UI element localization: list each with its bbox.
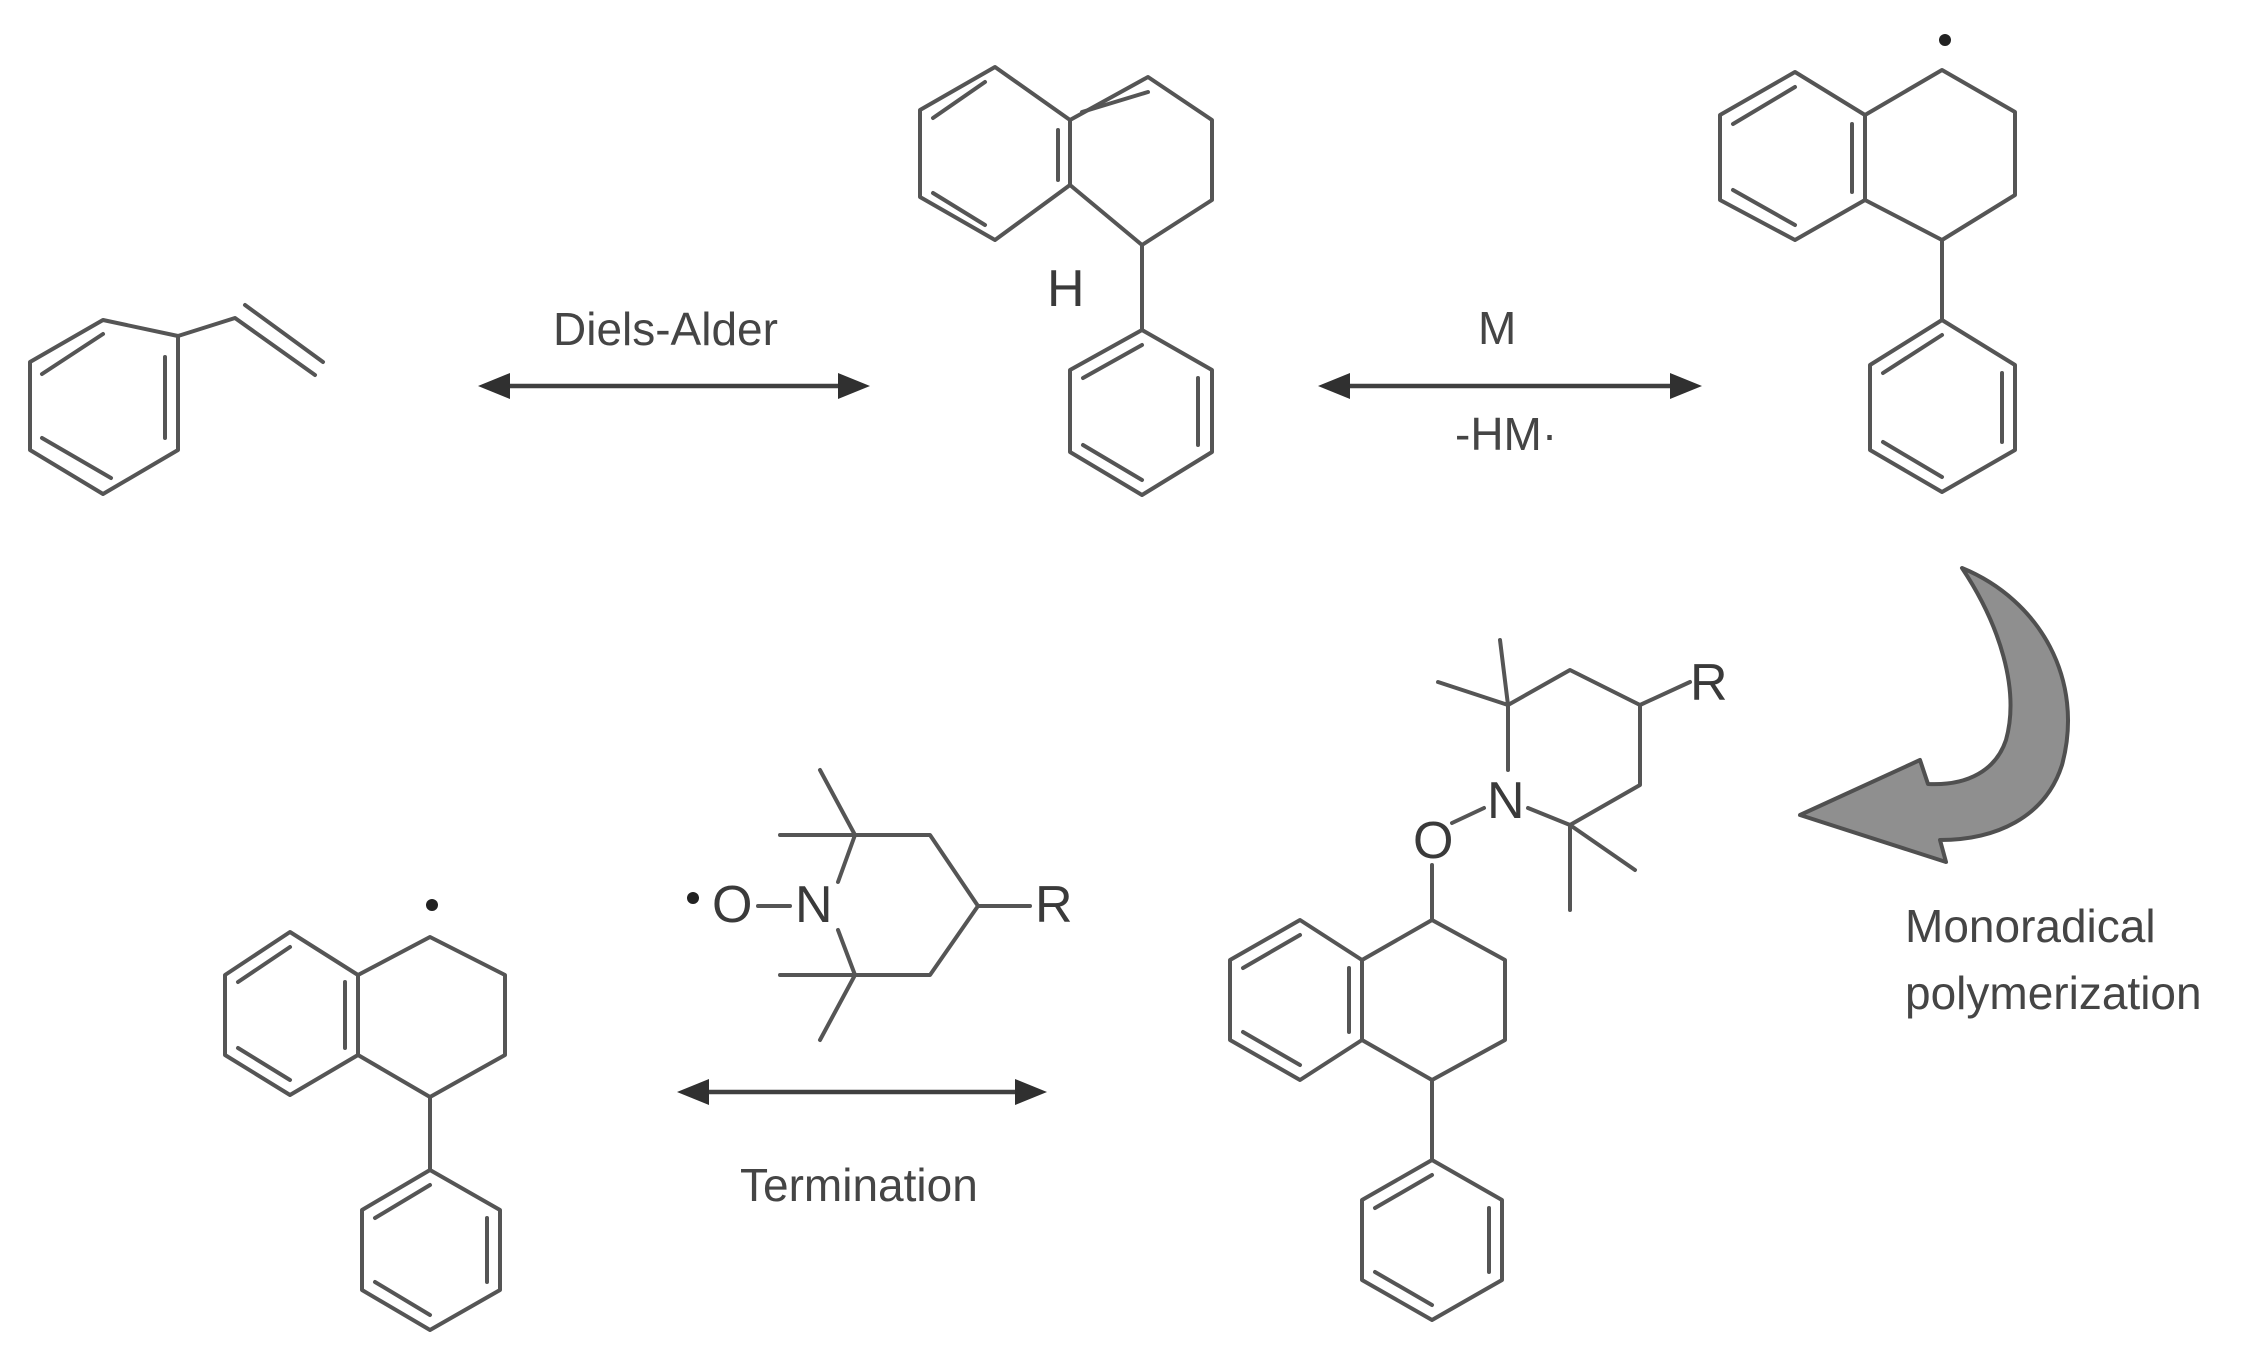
nitrogen-atom: N <box>795 876 833 934</box>
monoradical-molecule-bottom <box>223 899 507 1332</box>
termination-label: Termination <box>740 1159 978 1211</box>
diels-alder-label: Diels-Alder <box>553 303 778 355</box>
alkoxyamine-molecule: O N R <box>1228 638 1728 1322</box>
oxygen-atom: O <box>712 876 752 934</box>
termination-equilibrium-arrow <box>677 1079 1047 1105</box>
diels-alder-adduct-molecule: H <box>918 65 1214 497</box>
radical-dot <box>426 899 438 911</box>
hydrogen-label: H <box>1047 260 1085 318</box>
radical-dot <box>687 892 699 904</box>
nitrogen-atom: N <box>1487 772 1525 830</box>
oxygen-atom: O <box>1413 812 1453 870</box>
r-group: R <box>1035 876 1073 934</box>
radical-dot <box>1939 34 1951 46</box>
monomer-label: M <box>1478 302 1516 354</box>
diels-alder-equilibrium-arrow <box>478 373 870 399</box>
monoradical-label-line2: polymerization <box>1905 967 2202 1019</box>
curved-arrow <box>1798 566 2071 864</box>
nitroxide-radical-molecule: O N R <box>687 768 1073 1042</box>
hydrogen-transfer-equilibrium-arrow <box>1318 373 1702 399</box>
hm-radical-label: -HM· <box>1455 408 1557 460</box>
monoradical-label-line1: Monoradical <box>1905 900 2156 952</box>
monoradical-molecule <box>1718 34 2017 494</box>
r-group: R <box>1690 654 1728 712</box>
styrene-molecule <box>28 303 325 496</box>
